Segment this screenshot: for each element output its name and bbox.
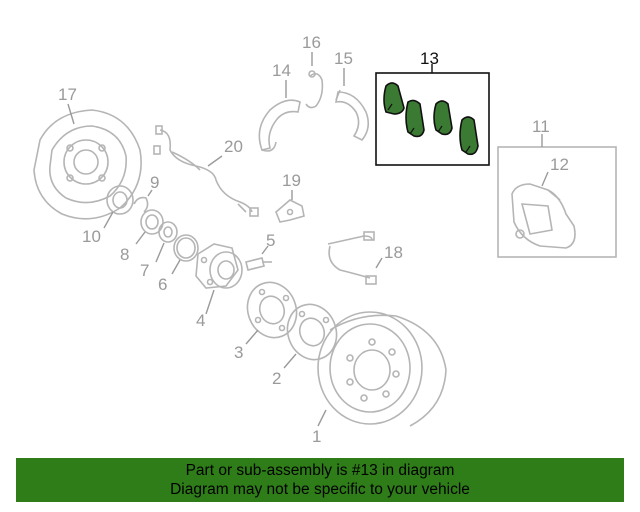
brake-pad-set-part[interactable]: [383, 82, 479, 156]
callout-4: 4: [196, 311, 205, 330]
brake-hose-part[interactable]: [327, 231, 377, 285]
callout-18: 18: [384, 243, 403, 262]
callout-2: 2: [272, 369, 281, 388]
o-ring-part[interactable]: [173, 234, 199, 262]
callout-17: 17: [58, 85, 77, 104]
callout-13: 13: [420, 49, 439, 68]
callout-9: 9: [150, 173, 159, 192]
callout-1: 1: [312, 427, 321, 446]
snap-ring-part[interactable]: [133, 196, 149, 213]
banner-line-1: Part or sub-assembly is #13 in diagram: [185, 462, 455, 479]
brake-pad-set-box: [375, 72, 490, 166]
callout-16: 16: [302, 33, 321, 52]
backing-plate-part[interactable]: [33, 109, 142, 220]
hub-part[interactable]: [195, 243, 243, 289]
parking-brake-cable-part[interactable]: [153, 125, 259, 217]
callout-11: 11: [532, 117, 550, 136]
bearing-part[interactable]: [140, 209, 164, 235]
callout-6: 6: [158, 275, 167, 294]
callout-3: 3: [234, 343, 243, 362]
retainer-part[interactable]: [158, 221, 178, 243]
brake-pad-1: [383, 82, 405, 115]
brake-pad-4: [459, 116, 479, 156]
caliper-part[interactable]: [511, 183, 576, 249]
flange-part[interactable]: [240, 275, 304, 344]
callout-5: 5: [266, 231, 275, 250]
brake-pad-3: [433, 100, 453, 136]
callout-14: 14: [272, 61, 291, 80]
brake-shoe-part[interactable]: [334, 89, 370, 141]
callout-10: 10: [82, 227, 101, 246]
bracket-part[interactable]: [275, 199, 305, 223]
callout-12: 12: [550, 155, 569, 174]
parking-brake-shoe-part[interactable]: [258, 99, 301, 152]
callout-8: 8: [120, 245, 129, 264]
brake-rotor-part[interactable]: [317, 311, 447, 427]
oil-seal-part[interactable]: [106, 185, 134, 215]
banner-line-2: Diagram may not be specific to your vehi…: [170, 481, 470, 498]
callout-7: 7: [140, 261, 149, 280]
return-spring-part[interactable]: [305, 70, 324, 109]
caliper-assembly-box: [497, 146, 617, 258]
brake-pad-2: [405, 99, 425, 138]
callout-15: 15: [334, 49, 353, 68]
callout-20: 20: [224, 137, 243, 156]
callout-19: 19: [282, 171, 301, 190]
dust-shield-part[interactable]: [280, 297, 344, 366]
info-banner: Part or sub-assembly is #13 in diagram D…: [16, 458, 624, 502]
hub-bolt-part[interactable]: [245, 257, 272, 271]
